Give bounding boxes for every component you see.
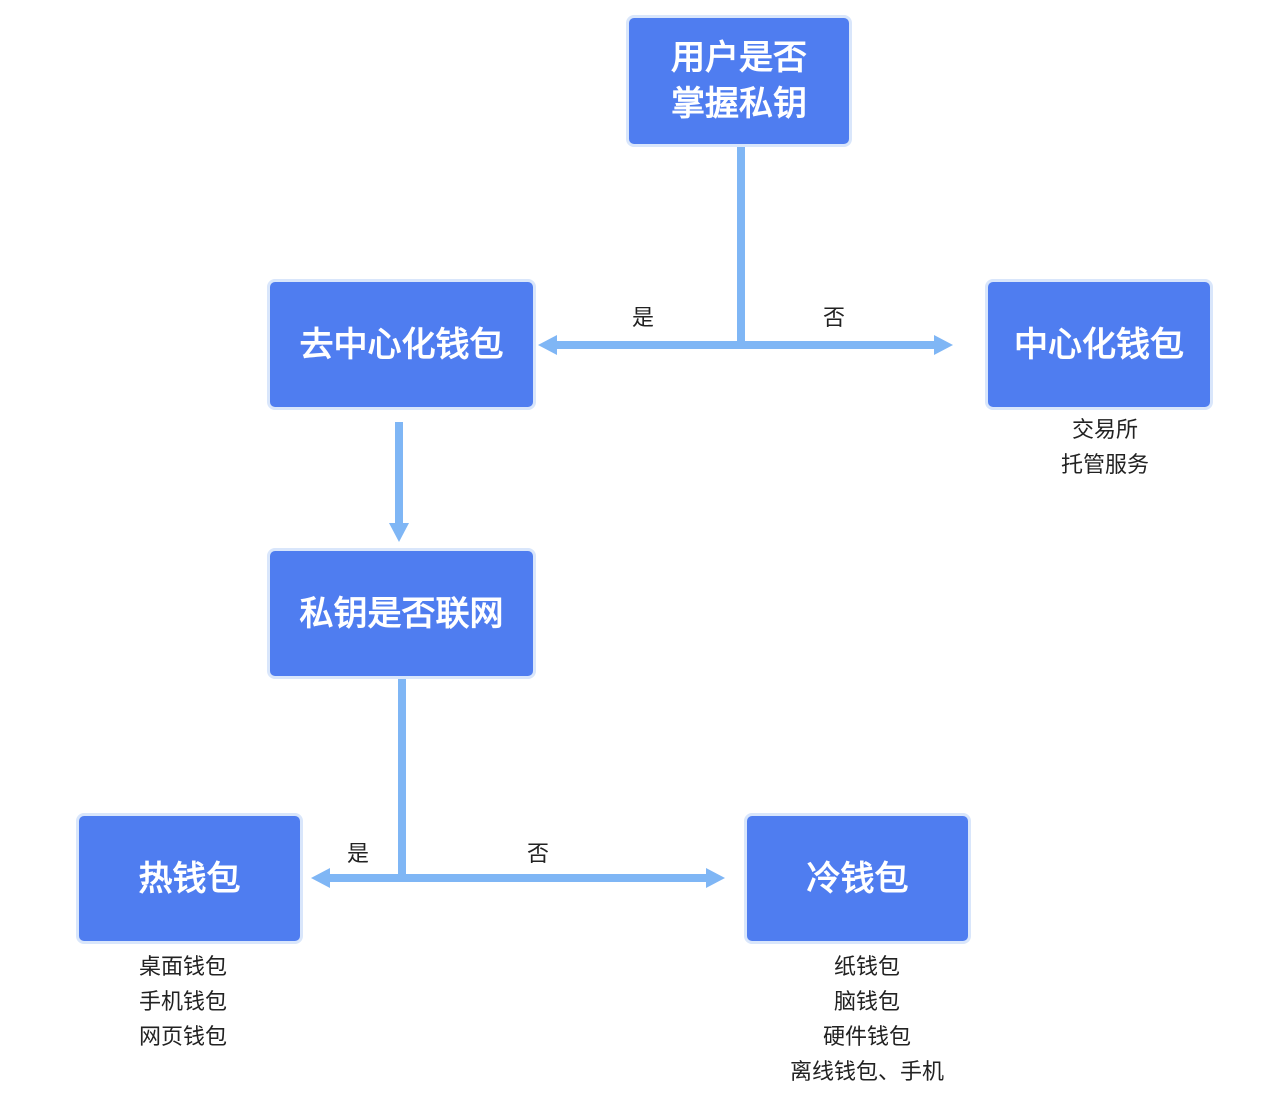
node-root: 用户是否 掌握私钥 bbox=[626, 15, 852, 147]
arrowhead-to-cold bbox=[706, 868, 725, 888]
node-root-line-1: 用户是否 bbox=[671, 38, 807, 78]
node-hot-wallet: 热钱包 bbox=[76, 813, 303, 944]
edge-label-top-yes: 是 bbox=[632, 306, 655, 331]
node-decentralized: 去中心化钱包 bbox=[267, 279, 536, 410]
arrowhead-to-key-online bbox=[389, 523, 409, 542]
node-cold-wallet: 冷钱包 bbox=[744, 813, 971, 944]
list-item: 离线钱包、手机 bbox=[789, 1060, 944, 1085]
node-key-online-label: 私钥是否联网 bbox=[299, 593, 504, 634]
arrowhead-to-centralized bbox=[934, 335, 953, 355]
list-item: 手机钱包 bbox=[139, 990, 228, 1015]
list-item: 交易所 bbox=[1071, 418, 1138, 443]
node-centralized-label: 中心化钱包 bbox=[1014, 324, 1184, 365]
node-hot-wallet-label: 热钱包 bbox=[138, 858, 241, 899]
edge-label-bottom-yes: 是 bbox=[347, 842, 370, 867]
arrowhead-to-decentralized bbox=[538, 335, 557, 355]
node-cold-wallet-label: 冷钱包 bbox=[806, 858, 909, 899]
node-root-line-2: 掌握私钥 bbox=[671, 84, 807, 124]
node-key-online: 私钥是否联网 bbox=[267, 548, 536, 679]
cold-wallet-examples-list: 纸钱包 脑钱包 硬件钱包 离线钱包、手机 bbox=[767, 950, 967, 1090]
list-item: 纸钱包 bbox=[833, 955, 900, 980]
list-item: 脑钱包 bbox=[833, 990, 900, 1015]
edge-label-top-no: 否 bbox=[823, 306, 846, 331]
list-item: 桌面钱包 bbox=[139, 955, 228, 980]
list-item: 网页钱包 bbox=[139, 1025, 228, 1050]
arrowhead-to-hot bbox=[311, 868, 330, 888]
list-item: 托管服务 bbox=[1060, 453, 1149, 478]
hot-wallet-examples-list: 桌面钱包 手机钱包 网页钱包 bbox=[139, 950, 227, 1055]
edge-label-bottom-no: 否 bbox=[527, 842, 550, 867]
node-centralized: 中心化钱包 bbox=[985, 279, 1213, 410]
centralized-examples-list: 交易所 托管服务 bbox=[1025, 413, 1185, 483]
list-item: 硬件钱包 bbox=[822, 1025, 911, 1050]
node-decentralized-label: 去中心化钱包 bbox=[299, 324, 504, 365]
